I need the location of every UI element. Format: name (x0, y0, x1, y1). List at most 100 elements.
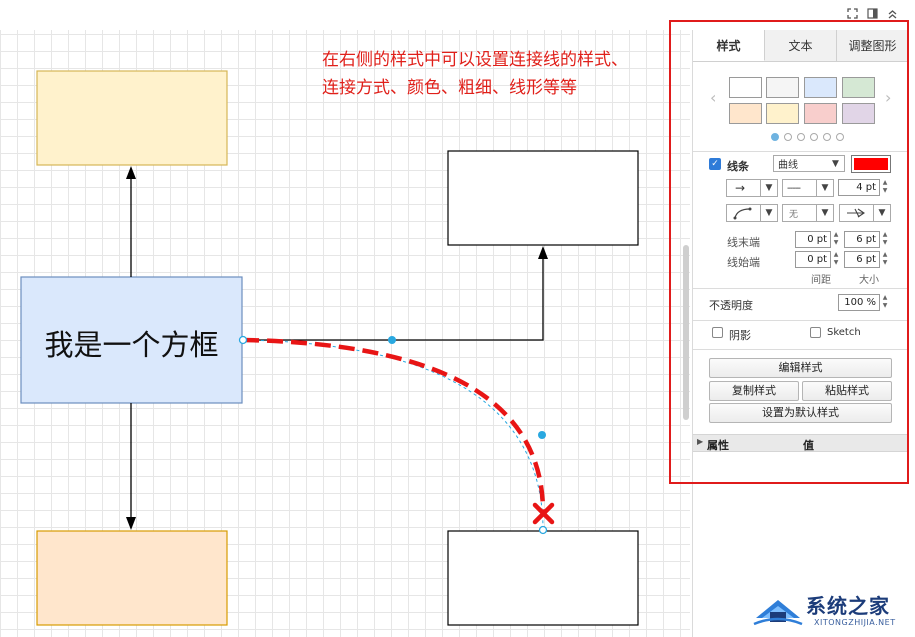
annotation-line-2: 连接方式、颜色、粗细、线形等等 (322, 78, 577, 98)
main-shape-label: 我是一个方框 (44, 328, 219, 362)
swatch-4[interactable] (842, 77, 875, 98)
chevron-down-icon: ▼ (816, 205, 833, 221)
swatch-next-icon[interactable]: › (885, 88, 892, 107)
line-checkbox[interactable]: ✓ (709, 158, 721, 170)
start-spacing-input[interactable]: 0 pt (795, 251, 831, 268)
watermark: 系统之家 XITONGZHIJIA.NET (752, 588, 912, 634)
annotation-line-1: 在右侧的样式中可以设置连接线的样式、 (322, 50, 628, 70)
swatch-6[interactable] (766, 103, 799, 124)
connector-start-handle[interactable] (238, 335, 248, 345)
page-dot[interactable] (771, 133, 779, 141)
elbow-midpoint-handle[interactable] (388, 336, 396, 344)
collapse-icon[interactable] (885, 6, 899, 20)
tab-arrange[interactable]: 调整图形 (837, 30, 908, 61)
line-color-picker[interactable] (851, 155, 891, 173)
page-dot[interactable] (810, 133, 818, 141)
set-default-style-button[interactable]: 设置为默认样式 (709, 403, 892, 423)
divider (693, 349, 909, 350)
annotation-text: 在右侧的样式中可以设置连接线的样式、 连接方式、颜色、粗细、线形等等 (322, 46, 628, 102)
dash-pattern-value: ----- (787, 182, 801, 194)
connection-value: 无 (789, 209, 799, 220)
connection-select[interactable]: 无 ▼ (782, 204, 834, 222)
line-type-value: 曲线 (778, 160, 798, 171)
canvas-scrollbar[interactable] (683, 245, 689, 420)
page-dot[interactable] (836, 133, 844, 141)
chevron-down-icon: ▼ (816, 180, 833, 196)
start-size-input[interactable]: 6 pt (844, 251, 880, 268)
panel-tabs: 样式 文本 调整图形 (693, 30, 908, 62)
swatch-8[interactable] (842, 103, 875, 124)
opacity-input[interactable]: 100 % (838, 294, 880, 311)
page-dot[interactable] (797, 133, 805, 141)
start-spacing-stepper[interactable]: ▲▼ (833, 251, 839, 266)
value-column-header: 值 (803, 439, 814, 452)
style-swatches: ‹ › (693, 62, 908, 152)
line-start-label: 线始端 (727, 256, 760, 269)
page-dot[interactable] (823, 133, 831, 141)
swatch-7[interactable] (804, 103, 837, 124)
swatch-5[interactable] (729, 103, 762, 124)
connector-right-elbow[interactable] (242, 246, 548, 341)
line-width-stepper[interactable]: ▲▼ (882, 179, 888, 194)
end-size-stepper[interactable]: ▲▼ (882, 231, 888, 246)
format-panel: 样式 文本 调整图形 ‹ › ✓ 线条 曲线 ▼ (692, 30, 909, 637)
diagram-svg[interactable] (0, 0, 690, 637)
bottom-right-shape[interactable] (447, 530, 639, 626)
sketch-label: Sketch (827, 327, 861, 338)
paste-style-button[interactable]: 粘贴样式 (802, 381, 892, 401)
edit-style-button[interactable]: 编辑样式 (709, 358, 892, 378)
curve-control-handle[interactable] (538, 431, 546, 439)
watermark-text: 系统之家 (806, 594, 890, 618)
tab-style[interactable]: 样式 (693, 30, 765, 61)
arrow-pattern-value: → (735, 181, 746, 195)
copy-style-button[interactable]: 复制样式 (709, 381, 799, 401)
connector-end-handle[interactable] (538, 525, 548, 535)
top-right-icons (845, 6, 899, 20)
divider (693, 288, 909, 289)
watermark-subtext: XITONGZHIJIA.NET (814, 618, 896, 627)
size-label: 大小 (859, 275, 879, 286)
swatch-1[interactable] (729, 77, 762, 98)
end-spacing-stepper[interactable]: ▲▼ (833, 231, 839, 246)
shadow-checkbox[interactable] (712, 327, 723, 338)
chevron-down-icon: ▼ (832, 159, 839, 169)
swatch-prev-icon[interactable]: ‹ (710, 88, 717, 107)
swatch-3[interactable] (804, 77, 837, 98)
top-left-shape[interactable] (36, 70, 228, 166)
tab-text[interactable]: 文本 (765, 30, 837, 61)
fullscreen-icon[interactable] (845, 6, 859, 20)
opacity-label: 不透明度 (709, 299, 753, 312)
arrow-end-icon (847, 208, 865, 218)
spacing-label: 间距 (811, 275, 831, 286)
dash-pattern-select[interactable]: ----- ▼ (782, 179, 834, 197)
arrow-pattern-select[interactable]: → ▼ (726, 179, 778, 197)
property-column-header: 属性 (707, 439, 729, 452)
curve-waypoint-icon (733, 207, 752, 220)
divider (693, 320, 909, 321)
selected-curved-connector[interactable] (242, 337, 555, 531)
page-dot[interactable] (784, 133, 792, 141)
line-color-fill (854, 158, 888, 170)
waypoint-select[interactable]: ▼ (726, 204, 778, 222)
line-end-label: 线末端 (727, 236, 760, 249)
swatch-2[interactable] (766, 77, 799, 98)
swatch-page-dots (771, 133, 844, 141)
bottom-left-shape[interactable] (36, 530, 228, 626)
connector-down[interactable] (126, 403, 136, 530)
line-end-select[interactable]: ▼ (839, 204, 891, 222)
sketch-checkbox[interactable] (810, 327, 821, 338)
top-right-shape[interactable] (447, 150, 639, 246)
end-spacing-input[interactable]: 0 pt (795, 231, 831, 248)
canvas-toolbar-strip (0, 0, 690, 30)
expand-triangle-icon[interactable]: ▶ (697, 437, 704, 446)
end-size-input[interactable]: 6 pt (844, 231, 880, 248)
line-type-select[interactable]: 曲线 ▼ (773, 155, 845, 172)
chevron-down-icon: ▼ (760, 205, 777, 221)
start-size-stepper[interactable]: ▲▼ (882, 251, 888, 266)
panel-toggle-icon[interactable] (865, 6, 879, 20)
connector-up[interactable] (126, 166, 136, 277)
opacity-stepper[interactable]: ▲▼ (882, 294, 888, 309)
line-width-input[interactable]: 4 pt (838, 179, 880, 196)
line-checkbox-label: 线条 (727, 160, 749, 173)
shadow-label: 阴影 (729, 329, 751, 342)
